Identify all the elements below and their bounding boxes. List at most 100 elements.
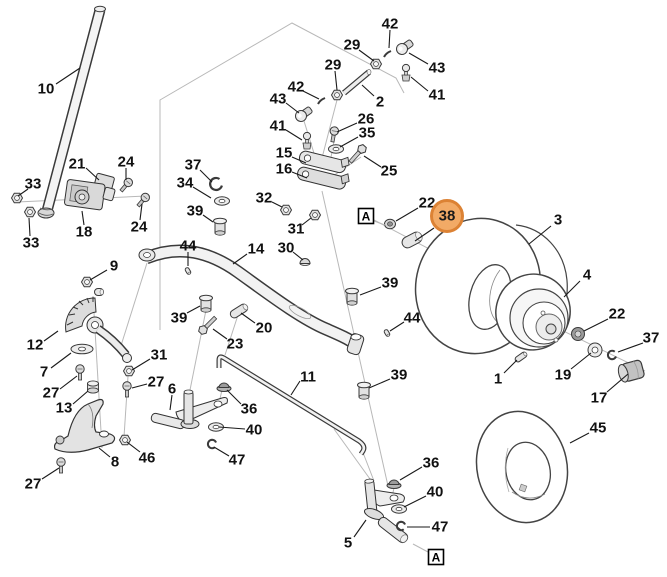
part-label-36-56[interactable]: 36	[241, 401, 258, 418]
part-label-11-59[interactable]: 11	[300, 369, 316, 386]
sector-gear-art	[65, 297, 132, 363]
part-label-13-11[interactable]: 13	[56, 400, 73, 417]
part-label-25-32[interactable]: 25	[381, 163, 398, 180]
part-label-7-9[interactable]: 7	[40, 364, 48, 381]
highlight-leader	[414, 227, 435, 242]
part-label-8-14[interactable]: 8	[111, 454, 119, 471]
part-label-47-58[interactable]: 47	[229, 452, 246, 469]
part-label-24-2[interactable]: 24	[118, 154, 135, 171]
part-label-10-0[interactable]: 10	[38, 81, 55, 98]
part-label-31-24[interactable]: 31	[288, 221, 305, 238]
part-label-12-8[interactable]: 12	[27, 337, 44, 354]
part-label-39-19[interactable]: 39	[187, 203, 204, 220]
part-label-40-57[interactable]: 40	[246, 422, 263, 439]
part-label-43-28[interactable]: 43	[270, 91, 287, 108]
part-label-43-37[interactable]: 43	[429, 60, 446, 77]
tie-rod-art	[216, 354, 367, 456]
part-label-44-20[interactable]: 44	[180, 238, 197, 255]
part-label-3-40[interactable]: 3	[554, 212, 562, 229]
part-label-24-6[interactable]: 24	[131, 219, 148, 236]
leader-35-31	[339, 136, 359, 148]
part-label-27-16[interactable]: 27	[25, 476, 42, 493]
highlighted-part-label[interactable]: 38	[439, 208, 456, 225]
part-nut-31a	[122, 365, 136, 377]
leader-31-12	[131, 358, 151, 371]
spare-tire-art	[475, 410, 569, 524]
leader-27-10	[59, 375, 78, 390]
leader-2-35	[361, 84, 375, 97]
part-label-2-35[interactable]: 2	[376, 94, 384, 111]
part-label-23-60[interactable]: 23	[227, 336, 244, 353]
part-label-27-13[interactable]: 27	[148, 374, 165, 391]
part-pin-42b	[383, 50, 392, 58]
part-nut-9	[80, 276, 94, 288]
part-washer-34	[214, 196, 230, 206]
part-pin-42a	[317, 97, 326, 105]
leader-46-15	[126, 441, 141, 453]
part-label-22-42[interactable]: 22	[609, 306, 626, 323]
part-label-16-26[interactable]: 16	[276, 161, 293, 178]
part-label-37-43[interactable]: 37	[643, 330, 660, 347]
leader-9-7	[89, 269, 108, 281]
part-label-39-50[interactable]: 39	[391, 367, 408, 384]
leader-40-57	[218, 426, 246, 430]
leader-43-28	[285, 102, 300, 114]
part-label-47-53[interactable]: 47	[432, 519, 449, 536]
leader-18-5	[81, 210, 85, 226]
part-label-20-61[interactable]: 20	[256, 320, 273, 337]
part-label-31-12[interactable]: 31	[151, 347, 168, 364]
part-label-26-30[interactable]: 26	[358, 111, 375, 128]
axis-line-10	[224, 314, 239, 356]
leader-20-61	[240, 312, 256, 324]
leader-13-11	[72, 390, 89, 405]
part-label-29-34[interactable]: 29	[325, 57, 342, 74]
highlighted-part-circle[interactable]	[430, 199, 464, 233]
part-label-39-62[interactable]: 39	[171, 310, 188, 327]
part-bolt-25	[348, 144, 367, 164]
part-label-35-31[interactable]: 35	[359, 125, 376, 142]
part-label-41-38[interactable]: 41	[429, 87, 446, 104]
leader-45-47	[569, 432, 590, 444]
part-label-42-29[interactable]: 42	[288, 79, 305, 96]
part-label-19-44[interactable]: 19	[555, 367, 572, 384]
part-label-36-51[interactable]: 36	[423, 455, 440, 472]
part-label-15-25[interactable]: 15	[276, 145, 293, 162]
leader-30-22	[292, 251, 304, 261]
part-label-22-39[interactable]: 22	[419, 195, 436, 212]
part-label-42-36[interactable]: 42	[382, 16, 399, 33]
part-washer-40b	[391, 504, 407, 514]
part-nut-29a	[369, 58, 383, 70]
part-label-39-49[interactable]: 39	[382, 275, 399, 292]
part-label-34-18[interactable]: 34	[177, 175, 194, 192]
part-label-17-45[interactable]: 17	[591, 390, 608, 407]
part-label-1-46[interactable]: 1	[494, 371, 502, 388]
part-roller-38	[401, 231, 423, 249]
part-label-27-10[interactable]: 27	[43, 385, 60, 402]
part-label-6-55[interactable]: 6	[168, 381, 176, 398]
leader-8-14	[98, 447, 111, 458]
part-capnut-36b	[386, 479, 402, 489]
part-label-33-4[interactable]: 33	[23, 235, 40, 252]
part-label-18-5[interactable]: 18	[76, 224, 93, 241]
part-label-44-48[interactable]: 44	[404, 310, 421, 327]
part-label-32-23[interactable]: 32	[256, 190, 273, 207]
part-label-9-7[interactable]: 9	[110, 258, 118, 275]
leader-39-19	[202, 214, 214, 223]
leader-24-6	[139, 203, 143, 221]
leader-29-34	[334, 70, 338, 91]
part-label-21-1[interactable]: 21	[69, 156, 86, 173]
part-label-46-15[interactable]: 46	[139, 450, 156, 467]
part-label-45-47[interactable]: 45	[590, 420, 607, 437]
part-label-5-54[interactable]: 5	[344, 535, 352, 552]
steering-column-art	[37, 5, 106, 219]
part-label-37-17[interactable]: 37	[185, 157, 202, 174]
part-label-40-52[interactable]: 40	[427, 484, 444, 501]
part-label-30-22[interactable]: 30	[278, 240, 295, 257]
part-label-41-27[interactable]: 41	[270, 118, 287, 135]
part-label-14-21[interactable]: 14	[248, 241, 265, 258]
part-label-4-41[interactable]: 4	[583, 267, 592, 284]
ref-marker-box-0	[357, 207, 375, 225]
leader-43-37	[408, 52, 429, 65]
part-label-33-3[interactable]: 33	[25, 176, 42, 193]
part-label-29-33[interactable]: 29	[344, 37, 361, 54]
